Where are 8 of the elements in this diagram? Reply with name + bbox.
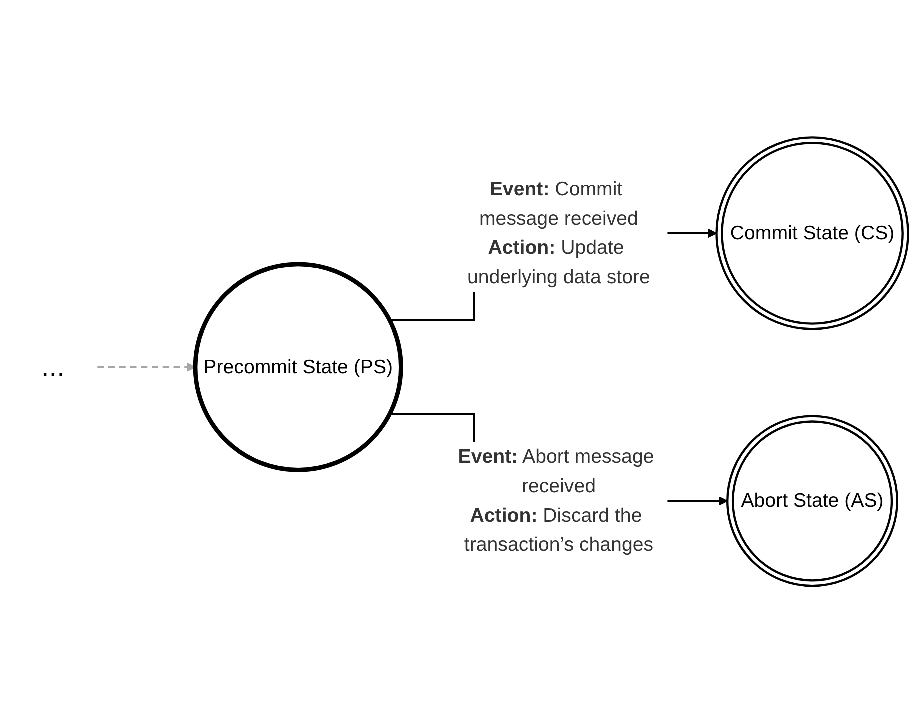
node-circle: [193, 262, 404, 472]
state-diagram: Event: Commit message received Action: Update underlying data store Event: Abort message received Action: Discard the transaction’s changes ... Precommit State (PS) Commit State (CS) Abort State (AS): [0, 129, 917, 595]
edge-label: Event: Commit message received Action: Update underlying data store: [468, 178, 650, 288]
node-text: ...: [41, 350, 65, 384]
arrow: [98, 362, 196, 372]
edge-label: Event: Abort message received Action: Discard the transaction’s changes: [458, 446, 654, 556]
node-circle: [716, 136, 910, 330]
node-circle: [726, 415, 898, 588]
